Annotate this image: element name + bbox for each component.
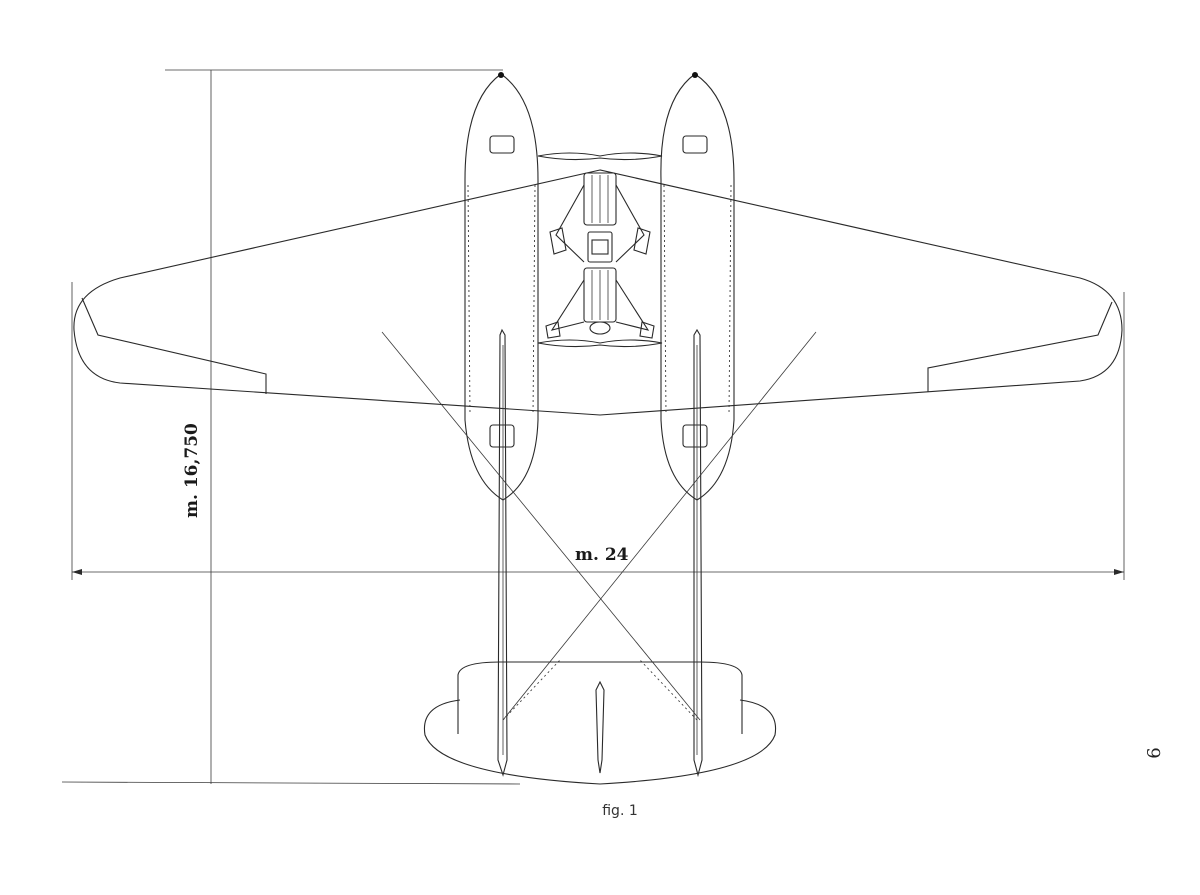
page-number: 6 — [1144, 747, 1165, 759]
engine-nacelle — [537, 152, 663, 348]
float-right — [660, 72, 735, 501]
tail-booms — [497, 328, 703, 778]
figure-caption: fig. 1 — [602, 803, 638, 819]
span-label: m. 24 — [575, 545, 629, 565]
float-left — [464, 72, 539, 501]
length-label: m. 16,750 — [182, 423, 202, 518]
dimension-lines — [61, 69, 1125, 785]
bracing-wires — [381, 331, 817, 721]
tailplane — [423, 661, 777, 785]
wing — [73, 169, 1123, 416]
